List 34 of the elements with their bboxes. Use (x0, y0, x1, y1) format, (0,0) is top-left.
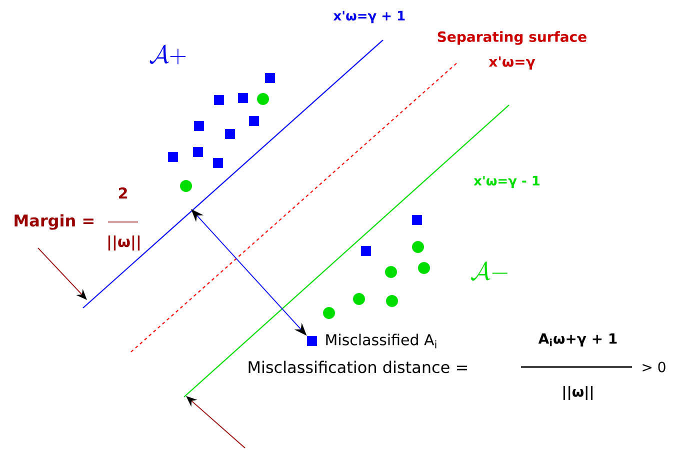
point-caption: Misclassified A$_{i}$ (326, 334, 436, 348)
fraction-numerator: A$_{i}$ω+γ + 1 (538, 333, 617, 347)
inequality-label: > 0 (642, 362, 666, 372)
data-dot (385, 266, 397, 278)
data-dot (353, 293, 365, 305)
margin-label: Margin = (14, 214, 94, 230)
data-dot (386, 295, 398, 307)
data-square (213, 158, 223, 168)
line-equation: x'ω=γ + 1 (333, 10, 405, 24)
data-square (238, 93, 248, 103)
data-square (193, 147, 203, 157)
data-square (361, 246, 371, 256)
data-dot (323, 307, 335, 319)
fraction-denominator: ||ω|| (108, 236, 140, 250)
line-equation: x'ω=γ (488, 56, 536, 70)
distance-label: Misclassification distance = (248, 360, 467, 374)
data-dot (180, 180, 192, 192)
data-square (249, 116, 259, 126)
class-label: $\mathcal{A}-$ (471, 262, 508, 281)
line-equation: x'ω=γ - 1 (474, 176, 540, 188)
class-label: $\mathcal{A}+$ (150, 44, 186, 64)
data-square (307, 336, 317, 346)
line-label: Separating surface (438, 31, 586, 45)
data-square (194, 121, 204, 131)
data-square (412, 215, 422, 225)
data-dot (418, 262, 430, 274)
fraction-numerator: 2 (118, 187, 127, 199)
fraction-denominator: ||ω|| (563, 386, 592, 400)
data-square (225, 129, 235, 139)
data-dot (257, 93, 269, 105)
data-square (265, 73, 275, 83)
data-dot (412, 241, 424, 253)
data-square (168, 152, 178, 162)
data-square (214, 95, 224, 105)
